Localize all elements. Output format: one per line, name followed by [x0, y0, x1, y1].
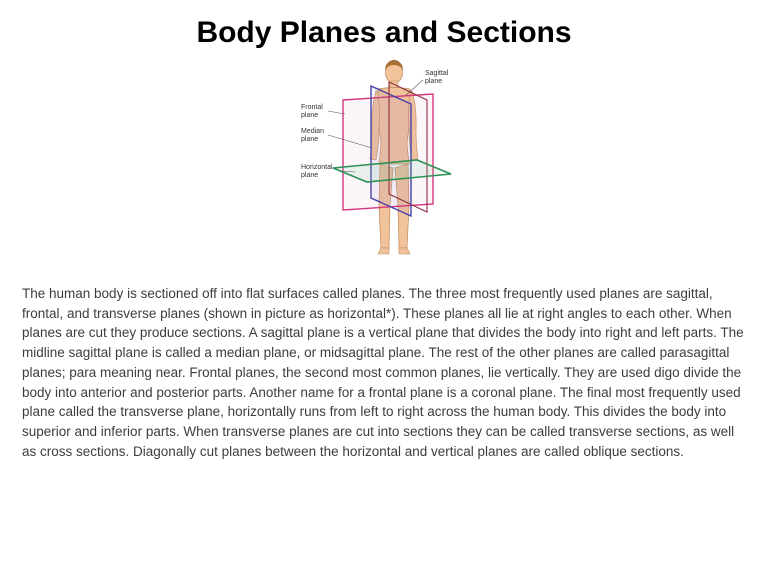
horizontal-plane-label: Horizontal plane	[301, 164, 333, 180]
horizontal-plane-shape	[332, 159, 452, 183]
median-plane-shape	[370, 84, 412, 218]
sagittal-plane-label: Sagittal plane	[425, 70, 449, 86]
frontal-plane-label: Frontal plane	[301, 104, 323, 120]
sagittal-plane-shape	[388, 81, 428, 213]
body-planes-figure: Sagittal plane Frontal plane Median plan…	[299, 56, 469, 276]
body-planes-illustration	[327, 59, 452, 255]
page-title: Body Planes and Sections	[196, 16, 572, 49]
body-text-paragraph: The human body is sectioned off into fla…	[22, 286, 744, 459]
label-leader-lines	[327, 79, 424, 173]
median-plane-label: Median plane	[301, 128, 324, 144]
